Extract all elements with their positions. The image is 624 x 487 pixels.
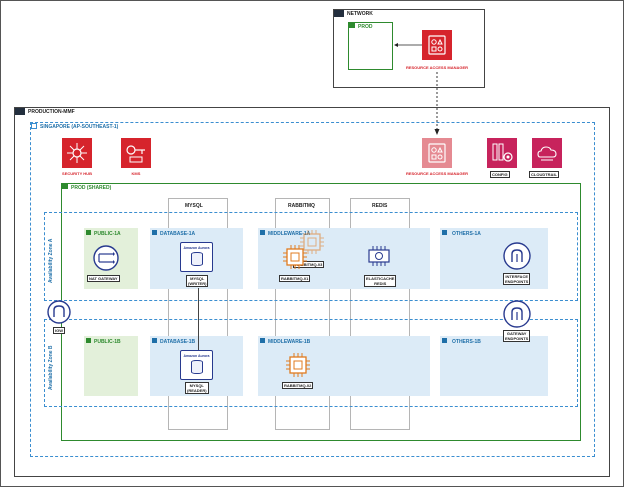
replication-line [198,288,199,350]
elasticache-redis-label: ELASTICACHE REDIS [364,275,397,287]
subnet-public-1b-label: PUBLIC-1B [94,339,121,345]
network-title: NETWORK [347,11,373,17]
aurora-writer-text: Amazon Aurora [183,246,210,250]
subnet-others-1a-label: OTHERS-1A [452,231,481,237]
network-prod-label: PROD [358,24,373,30]
subnet-public-1b [84,336,138,396]
mysql-column-label: MYSQL [185,203,203,209]
account-icon [349,23,355,28]
cloudtrail-label: CLOUDTRAIL [529,171,559,178]
gateway-line1: GATEWAY [506,331,527,336]
gateway-endpoint-icon [503,300,531,328]
database-cylinder-icon [190,360,203,374]
subnet-database-1b-label: DATABASE-1B [160,339,196,345]
aws-cloud-icon [334,10,344,17]
rabbitmq-column-label: RABBITMQ [288,203,315,209]
cloudtrail-icon [532,138,562,168]
aurora-writer-icon: Amazon Aurora [180,242,213,272]
subnet-middleware-1a-label: MIDDLEWARE-1A [268,231,311,237]
internet-gateway-icon [47,300,71,324]
vpc-icon [62,184,68,189]
rabbitmq-02-label: RABBITMQ-02 [282,382,314,389]
interface-line2: ENDPOINTS [505,279,529,284]
kms-icon [121,138,151,168]
availability-zone-b-box [44,319,578,407]
vpc-label: PROD (SHARED) [71,185,112,191]
production-title: PRODUCTION-MMF [28,109,75,115]
subnet-lock-icon [86,338,91,343]
network-account-box [333,9,485,88]
redis-column-label: REDIS [372,203,388,209]
interface-endpoint-icon [503,242,531,270]
ram-share-dotted-arrow [434,72,440,135]
subnet-lock-icon [260,338,265,343]
security-hub-label: SECURITY HUB [62,171,92,176]
ec2-instance-icon [300,230,324,254]
gateway-endpoints-label: GATEWAY ENDPOINTS [503,330,531,342]
config-icon [487,138,517,168]
redis-column-box [350,198,410,430]
subnet-lock-icon [442,338,447,343]
availability-zone-a-label: Availability Zone A [48,238,54,283]
database-cylinder-icon [190,252,203,266]
mysql-writer-label: MYSQL (WRITER) [186,275,209,287]
gateway-line2: ENDPOINTS [505,336,529,341]
igw-label: IGW [53,327,65,334]
subnet-lock-icon [442,230,447,235]
subnet-database-1a-label: DATABASE-1A [160,231,196,237]
rabbitmq-01-label: RABBITMQ-01 [279,275,311,282]
kms-label: KMS [131,171,141,176]
subnet-lock-icon [152,230,157,235]
mysql-writer-line2: (WRITER) [188,281,207,286]
subnet-others-1b [440,336,548,396]
mysql-reader-line1: MYSQL [189,383,204,388]
elasticache-line2: REDIS [374,281,387,286]
region-label: SINGAPORE (AP-SOUTHEAST-1) [40,124,119,130]
availability-zone-b-label: Availability Zone B [48,345,54,390]
network-prod-box [348,22,393,70]
aurora-reader-icon: Amazon Aurora [180,350,213,380]
mysql-writer-line1: MYSQL [190,276,205,281]
ram-to-prod-arrow [394,43,422,47]
region-box [30,122,595,457]
interface-endpoints-label: INTERFACE ENDPOINTS [503,273,531,285]
mysql-reader-line2: (READER) [187,388,207,393]
nat-gateway-icon [93,245,119,271]
resource-access-manager-icon [422,30,452,60]
mysql-reader-label: MYSQL (READER) [185,382,209,394]
ec2-instance-icon [283,245,307,269]
network-ram-label: RESOURCE ACCESS MANAGER [405,65,469,70]
security-hub-icon [62,138,92,168]
interface-line1: INTERFACE [505,274,528,279]
subnet-middleware-1b-label: MIDDLEWARE-1B [268,339,311,345]
aurora-reader-text: Amazon Aurora [183,354,210,358]
availability-zone-a-box [44,212,578,301]
production-ram-label: RESOURCE ACCESS MANAGER [405,171,469,176]
rabbitmq-column-box [275,198,330,430]
nat-gateway-label: NAT GATEWAY [87,275,120,282]
subnet-public-1a-label: PUBLIC-1A [94,231,121,237]
elasticache-line1: ELASTICACHE [366,276,395,281]
resource-access-manager-icon [422,138,452,168]
mysql-column-box [168,198,228,430]
subnet-lock-icon [86,230,91,235]
ec2-instance-icon [286,353,310,377]
subnet-lock-icon [152,338,157,343]
region-flag-icon [31,123,37,129]
subnet-lock-icon [260,230,265,235]
subnet-others-1a [440,228,548,289]
production-account-box [14,107,610,477]
aws-cloud-icon [15,108,25,115]
subnet-others-1b-label: OTHERS-1B [452,339,481,345]
config-label: CONFIG [490,171,510,178]
elasticache-icon [368,246,390,266]
